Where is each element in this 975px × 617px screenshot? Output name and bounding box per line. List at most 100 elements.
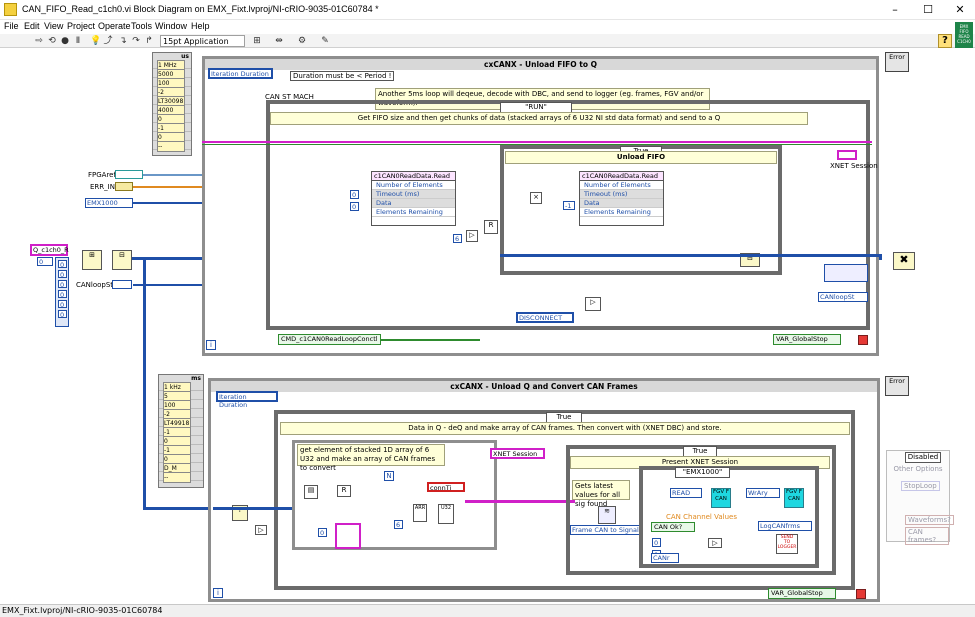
send-to-logger[interactable]: SEND TO LOGGER — [776, 534, 798, 554]
multiply-icon[interactable]: × — [530, 192, 542, 204]
can-ok[interactable]: CAN Ok? — [651, 522, 695, 532]
for-loop[interactable] — [292, 440, 497, 550]
menu-file[interactable]: File — [4, 21, 19, 31]
stop-icon[interactable] — [858, 335, 868, 345]
run-continuous-icon[interactable]: ⟲ — [48, 36, 56, 46]
can-frame-cluster[interactable] — [335, 523, 361, 549]
const-minus-one[interactable]: -1 — [563, 201, 575, 210]
menu-project[interactable]: Project — [67, 21, 96, 31]
queue-control[interactable]: Q_c1ch0_R — [30, 244, 69, 256]
array-element[interactable]: 0 — [58, 260, 67, 269]
disabled-selector[interactable]: Disabled — [905, 452, 941, 463]
menu-operate[interactable]: Operate — [98, 21, 131, 31]
menu-window[interactable]: Window — [155, 21, 188, 31]
bottom-iteration-duration[interactable]: Iteration Duration — [216, 391, 278, 409]
const-timeout[interactable]: 0 — [350, 202, 359, 211]
read-const[interactable]: READ — [670, 488, 702, 498]
array-element[interactable]: 0 — [58, 310, 67, 319]
canloopst-indicator[interactable]: CANloopSt — [818, 292, 868, 302]
array-to-cluster-icon[interactable]: U32 — [438, 504, 454, 524]
const-zero-b[interactable]: 0 — [318, 528, 327, 537]
timing-row: -2 — [159, 409, 203, 420]
release-queue-icon[interactable]: ⊟ — [112, 250, 132, 270]
bottom-timing-config[interactable]: ms 1 kHz 5 100 -2 LT49918 -1 0 -1 0 D_M … — [158, 374, 204, 488]
top-iteration-duration[interactable]: Iteration Duration — [208, 68, 273, 79]
build-array-icon[interactable]: R — [337, 485, 351, 497]
resize-objects-icon[interactable]: ⚙ — [297, 36, 307, 46]
top-timing-config[interactable]: us 1 MHz 5000 100 -2 LT30098 4000 0 -1 0… — [152, 52, 192, 156]
menu-help[interactable]: Help — [191, 21, 210, 31]
const-number-elements[interactable]: 0 — [350, 190, 359, 199]
font-selector[interactable]: 15pt Application Font — [160, 35, 245, 57]
can-frames-ctrl[interactable]: CAN frames? — [905, 527, 949, 545]
compare-can-icon[interactable]: ▷ — [708, 538, 722, 548]
disabled-structure[interactable]: Disabled Other Options StopLoop Waveform… — [886, 450, 954, 545]
clean-diagram-icon[interactable]: ✎ — [321, 36, 329, 46]
u32-array-control[interactable]: 0 0 0 0 0 0 — [55, 257, 69, 327]
xnet-session-indicator[interactable] — [837, 150, 857, 160]
wrary-const[interactable]: WrAry — [746, 488, 780, 498]
err-in-control[interactable] — [115, 182, 133, 191]
step-over-icon[interactable]: ↷ — [132, 36, 140, 46]
minimize-button[interactable]: – — [892, 3, 898, 16]
menu-tools[interactable]: Tools — [131, 21, 153, 31]
status-compare-icon[interactable]: ▷ — [255, 525, 267, 535]
fpgaref-control[interactable] — [115, 170, 143, 179]
xnet-read-icon[interactable]: ≋ — [598, 506, 616, 524]
bottom-error-terminal[interactable]: Error — [885, 376, 909, 396]
menu-view[interactable]: View — [44, 21, 64, 31]
compare-icon[interactable]: ▷ — [466, 230, 478, 242]
fgv-can-2[interactable]: FGV F CAN — [784, 488, 804, 508]
fgv-can-1[interactable]: FGV F CAN — [711, 488, 731, 508]
select-icon[interactable]: R — [484, 220, 498, 234]
close-button[interactable]: ✕ — [955, 3, 965, 16]
block-diagram-canvas[interactable]: FPGAref ERR_IN EMX1000 Q_c1ch0_R 0 0 0 0… — [0, 48, 975, 604]
case-selector-emx[interactable]: "EMX1000" — [675, 467, 730, 478]
const-six[interactable]: 6 — [453, 234, 462, 243]
index-array-icon[interactable]: ▤ — [304, 485, 318, 499]
array-element[interactable]: 0 — [58, 300, 67, 309]
abort-icon[interactable]: ● — [61, 36, 69, 46]
timing-row: LT30098 — [153, 96, 191, 107]
retain-wire-values-icon[interactable]: ⤴ — [103, 36, 113, 46]
array-element[interactable]: 0 — [58, 290, 67, 299]
stop-icon[interactable] — [856, 589, 866, 599]
step-out-icon[interactable]: ↱ — [145, 36, 153, 46]
select-state-icon[interactable]: ▷ — [585, 297, 601, 311]
can-channel-values[interactable]: CAN Channel Values — [666, 513, 737, 521]
const-six-b[interactable]: 6 — [394, 520, 403, 529]
array-index[interactable]: 0 — [37, 257, 53, 266]
align-objects-icon[interactable]: ⊞ — [253, 36, 261, 46]
stop-loop-ctrl[interactable]: StopLoop — [901, 481, 940, 491]
frame-can-to-signal[interactable]: Frame CAN to Signal — [570, 525, 642, 535]
top-error-terminal[interactable]: Error — [885, 52, 909, 72]
canloopst-control[interactable] — [112, 280, 132, 289]
context-help-button[interactable]: ? — [938, 34, 952, 48]
cann-indicator[interactable]: CANr — [651, 553, 679, 563]
read-data-node[interactable]: c1CAN0ReadData.Read Number of Elements T… — [371, 171, 456, 226]
conn-ti-indicator[interactable]: connTi — [427, 482, 465, 492]
waveforms-ctrl[interactable]: Waveforms? — [905, 515, 954, 525]
obtain-queue-icon[interactable]: ⊞ — [82, 250, 102, 270]
var-global-stop-bottom[interactable]: VAR_GlobalStop — [768, 588, 836, 599]
canloopst-feedback[interactable] — [824, 264, 868, 282]
menu-edit[interactable]: Edit — [24, 21, 40, 31]
emx-control[interactable]: EMX1000 — [85, 198, 133, 208]
cmd-const[interactable]: CMD_c1CAN0ReadLoopConctl — [278, 334, 381, 345]
array-element[interactable]: 0 — [58, 280, 67, 289]
release-close-icon[interactable]: ✖ — [893, 252, 915, 270]
log-can-frms[interactable]: LogCANfrms — [758, 521, 812, 531]
disconnect-const[interactable]: DISCONNECT — [516, 312, 574, 323]
array-element[interactable]: 0 — [58, 270, 67, 279]
read-data-node-2[interactable]: c1CAN0ReadData.Read Number of Elements T… — [579, 171, 664, 226]
step-into-icon[interactable]: ↴ — [119, 36, 127, 46]
run-arrow-icon[interactable]: ⇨ — [35, 36, 43, 46]
maximize-button[interactable]: ☐ — [923, 3, 933, 16]
const-zero-c[interactable]: 0 — [652, 538, 661, 547]
array-subset-icon[interactable]: ARR — [413, 504, 427, 522]
var-global-stop-top[interactable]: VAR_GlobalStop — [773, 334, 841, 345]
pause-icon[interactable]: Ⅱ — [75, 36, 81, 46]
xnet-session-bottom[interactable]: XNET Session — [490, 448, 545, 459]
distribute-objects-icon[interactable]: ⇹ — [275, 36, 283, 46]
highlight-execution-icon[interactable]: 💡 — [90, 36, 102, 46]
